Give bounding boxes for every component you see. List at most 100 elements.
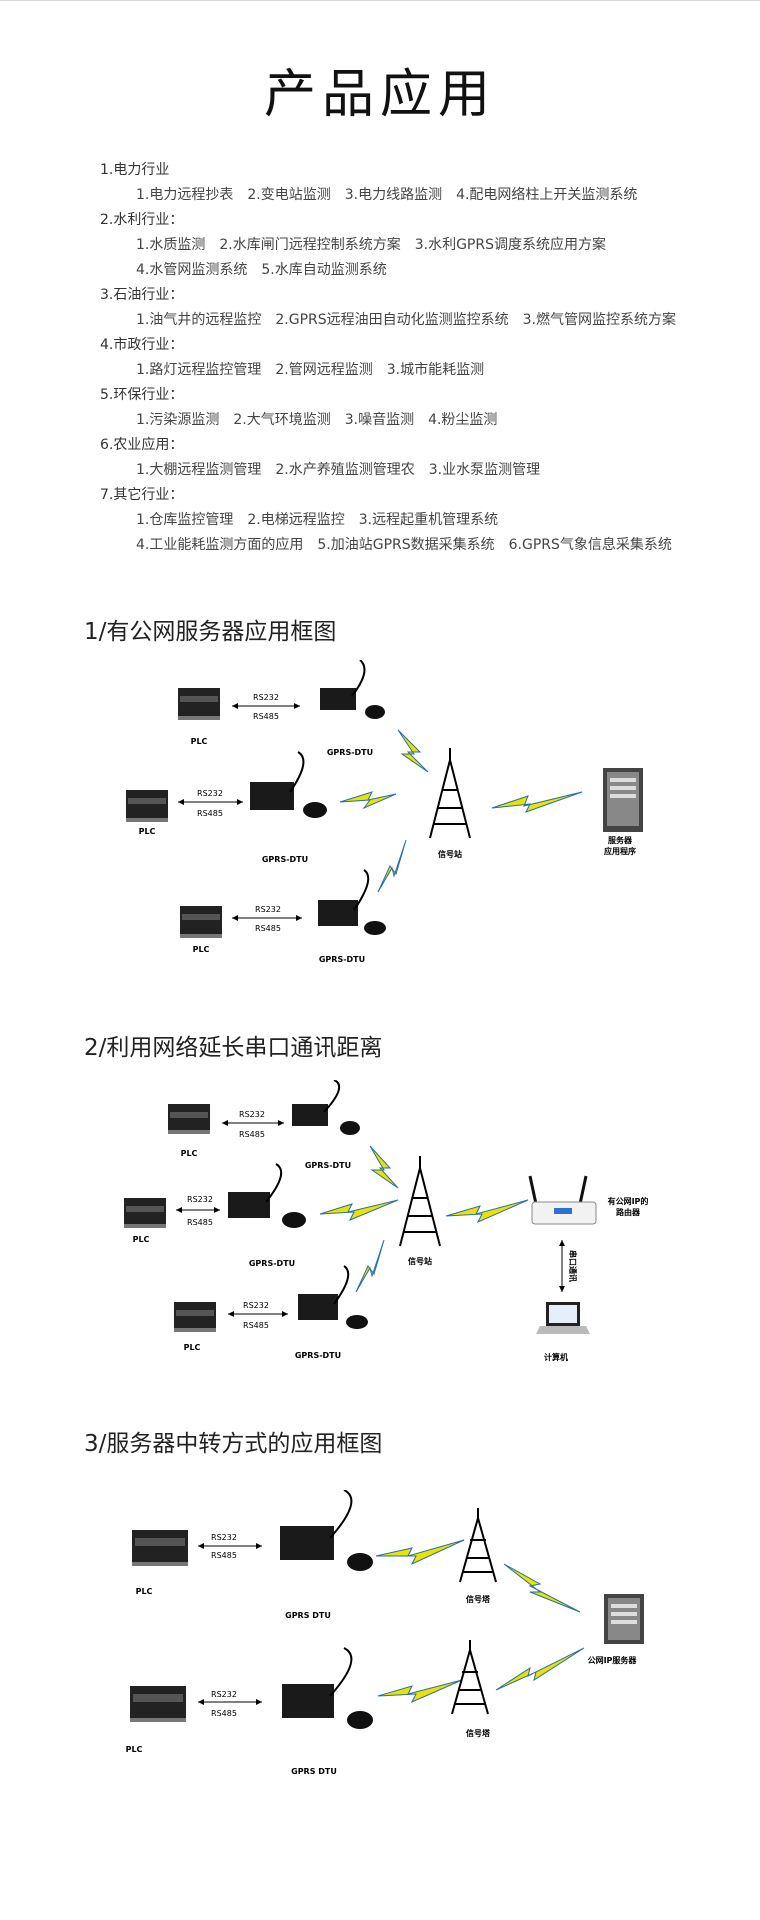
router-label: 有公网IP的 (608, 1196, 649, 1206)
industry-item: 1.水质监测 (136, 237, 206, 253)
tower-label: 信号站 (438, 849, 462, 859)
serial-arrow (176, 1207, 220, 1213)
dtu-label: GPRS-DTU (305, 1161, 351, 1170)
dtu-label: GPRS DTU (285, 1611, 331, 1620)
wireless-bolt (369, 1145, 399, 1189)
wireless-bolt (503, 1563, 581, 1613)
industry-item: 1.电力远程抄表 (136, 187, 234, 203)
industry-item: 5.水库自动监测系统 (261, 262, 387, 278)
rs485-label: RS485 (187, 1218, 213, 1227)
computer-icon (536, 1302, 590, 1334)
plc-label: PLC (136, 1587, 153, 1596)
industry-item: 4.粉尘监测 (428, 412, 498, 428)
rs232-label: RS232 (211, 1533, 237, 1542)
signal-tower (451, 1640, 489, 1715)
industry-item: 2.变电站监测 (247, 187, 331, 203)
server-label: 服务器 (608, 835, 633, 845)
industry-title: 7.其它行业： (100, 487, 184, 503)
industry-item: 1.路灯远程监控管理 (136, 362, 262, 378)
dtu-device (228, 1163, 306, 1228)
dtu-label: GPRS DTU (291, 1767, 337, 1776)
page-title: 产品应用 (263, 65, 496, 125)
rs232-label: RS232 (239, 1110, 265, 1119)
plc-label: PLC (139, 827, 156, 836)
plc-device (126, 790, 168, 822)
signal-tower (459, 1508, 497, 1583)
industry-title: 3.石油行业： (100, 287, 184, 303)
rs232-label: RS232 (211, 1690, 237, 1699)
wireless-bolt (377, 839, 407, 893)
plc-label: PLC (181, 1149, 198, 1158)
serial-arrow (198, 1543, 262, 1549)
server-label: 公网IP服务器 (588, 1655, 638, 1665)
serial-arrow (228, 1311, 288, 1317)
plc-device (132, 1530, 188, 1566)
dtu-device (282, 1647, 373, 1729)
industry-item: 2.水产养殖监测管理农 (275, 462, 415, 478)
public-server-diagram: PLC RS232 RS485 GPRS-DTU PLC RS232 RS485… (126, 660, 643, 964)
dtu-device (318, 869, 386, 935)
rs485-label: RS485 (197, 809, 223, 818)
industry-item: 2.水库闸门远程控制系统方案 (219, 237, 401, 253)
rs232-label: RS232 (253, 693, 279, 702)
signal-tower (399, 1156, 441, 1247)
plc-label: PLC (126, 1745, 143, 1754)
dtu-label: GPRS-DTU (262, 855, 308, 864)
tower-label: 信号塔 (466, 1594, 491, 1604)
industry-item: 1.油气井的远程监控 (136, 312, 262, 328)
rs232-label: RS232 (255, 905, 281, 914)
industry-item: 3.电力线路监测 (344, 187, 443, 203)
dtu-label: GPRS-DTU (295, 1351, 341, 1360)
industry-item: 3.燃气管网监控系统方案 (522, 312, 676, 328)
dtu-device (320, 660, 385, 719)
server-icon (604, 1594, 644, 1644)
industry-items: 1.油气井的远程监控 2.GPRS远程油田自动化监测监控系统 3.燃气管网监控系统方… (100, 308, 740, 333)
industry-item: 2.GPRS远程油田自动化监测监控系统 (275, 312, 509, 328)
rs232-label: RS232 (187, 1195, 213, 1204)
industry-title: 1.电力行业 (100, 162, 170, 178)
router-icon (528, 1175, 597, 1225)
industry-block: 2.水利行业： 1.水质监测 2.水库闸门远程控制系统方案 3.水利GPRS调度系统… (100, 208, 740, 283)
rs232-label: RS232 (197, 789, 223, 798)
industry-item: 2.管网远程监测 (275, 362, 373, 378)
industry-title: 2.水利行业： (100, 212, 184, 228)
industry-title: 5.环保行业： (100, 387, 184, 403)
dtu-label: GPRS-DTU (327, 748, 373, 757)
industry-item: 2.大气环境监测 (233, 412, 331, 428)
server-icon (603, 768, 643, 832)
dtu-device (298, 1265, 368, 1329)
industry-item: 3.水利GPRS调度系统应用方案 (414, 237, 606, 253)
industry-item: 1.仓库监控管理 (136, 512, 234, 528)
rs232-label: RS232 (243, 1301, 269, 1310)
industry-item: 5.加油站GPRS数据采集系统 (317, 537, 495, 553)
industry-item: 3.城市能耗监测 (386, 362, 485, 378)
wireless-bolt (375, 1539, 465, 1566)
router-label: 路由器 (616, 1207, 641, 1217)
industry-title: 4.市政行业： (100, 337, 184, 353)
serial-arrow (198, 1699, 262, 1705)
section-1-title: 1/有公网服务器应用框图 (84, 619, 337, 645)
wireless-bolt (377, 1679, 463, 1704)
dtu-label: GPRS-DTU (319, 955, 365, 964)
industry-item: 3.噪音监测 (344, 412, 415, 428)
computer-label: 计算机 (544, 1352, 568, 1362)
wireless-bolt (445, 1199, 529, 1224)
serial-extension-diagram: PLC RS232 RS485 GPRS-DTU PLC RS232 RS485… (124, 1080, 649, 1362)
rs485-label: RS485 (211, 1551, 237, 1560)
plc-device (178, 688, 220, 720)
industry-items: 1.水质监测 2.水库闸门远程控制系统方案 3.水利GPRS调度系统应用方案 (100, 233, 740, 258)
rs485-label: RS485 (253, 712, 279, 721)
plc-label: PLC (193, 945, 210, 954)
rs485-label: RS485 (243, 1321, 269, 1330)
industry-item: 3.远程起重机管理系统 (358, 512, 499, 528)
serial-arrow (178, 799, 243, 805)
wireless-bolt (339, 791, 397, 810)
serial-link-arrow (559, 1240, 565, 1292)
